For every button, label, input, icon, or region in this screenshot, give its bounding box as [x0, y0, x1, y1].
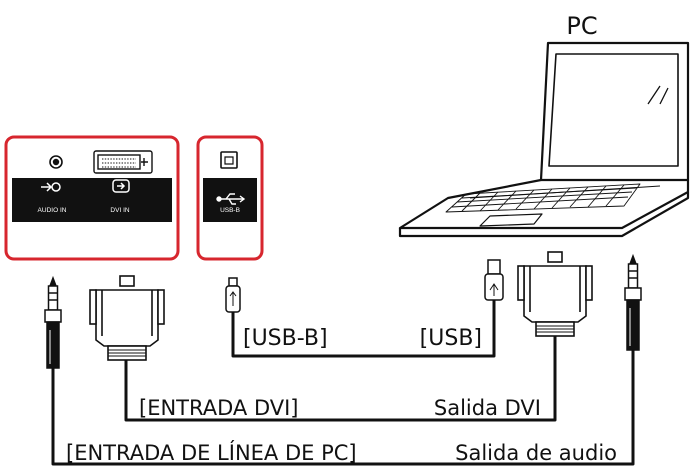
usb-b-port-icon [220, 151, 238, 169]
usb-icon [216, 193, 246, 205]
cables [51, 300, 635, 466]
input-panel-usb: USB-B [196, 135, 264, 261]
dvi-port-icon [93, 150, 153, 174]
audio-in-icon [41, 182, 61, 192]
audio-jack-icon [49, 155, 63, 169]
audio-plug-icon-right [624, 253, 642, 351]
usb-cable [231, 300, 496, 358]
dvi-in-icon [112, 179, 130, 193]
pc-label: PC [566, 12, 597, 40]
dvi-connector-icon-right [517, 251, 593, 337]
dvi-connector-icon-left [89, 275, 165, 361]
usb-label: [USB] [420, 326, 482, 351]
input-panel-audio-dvi: AUDIO IN DVI IN [4, 135, 180, 261]
pc-line-in-label: [ENTRADA DE LÍNEA DE PC] [66, 440, 357, 465]
dvi-cable [124, 336, 557, 422]
audio-out-label: Salida de audio [455, 441, 617, 465]
dvi-in-label: [ENTRADA DVI] [139, 396, 299, 420]
usb-plug-icon-left [225, 277, 241, 313]
audio-plug-icon-left [44, 275, 62, 369]
usb-b-port-label: USB-B [220, 207, 240, 214]
dvi-in-port-label: DVI IN [110, 207, 129, 214]
laptop-icon [398, 41, 690, 238]
usb-plug-icon-right [484, 259, 504, 301]
audio-cable [51, 350, 635, 466]
dvi-out-label: Salida DVI [434, 396, 541, 420]
audio-in-port-label: AUDIO IN [38, 207, 67, 214]
usb-b-label: [USB-B] [243, 326, 328, 351]
